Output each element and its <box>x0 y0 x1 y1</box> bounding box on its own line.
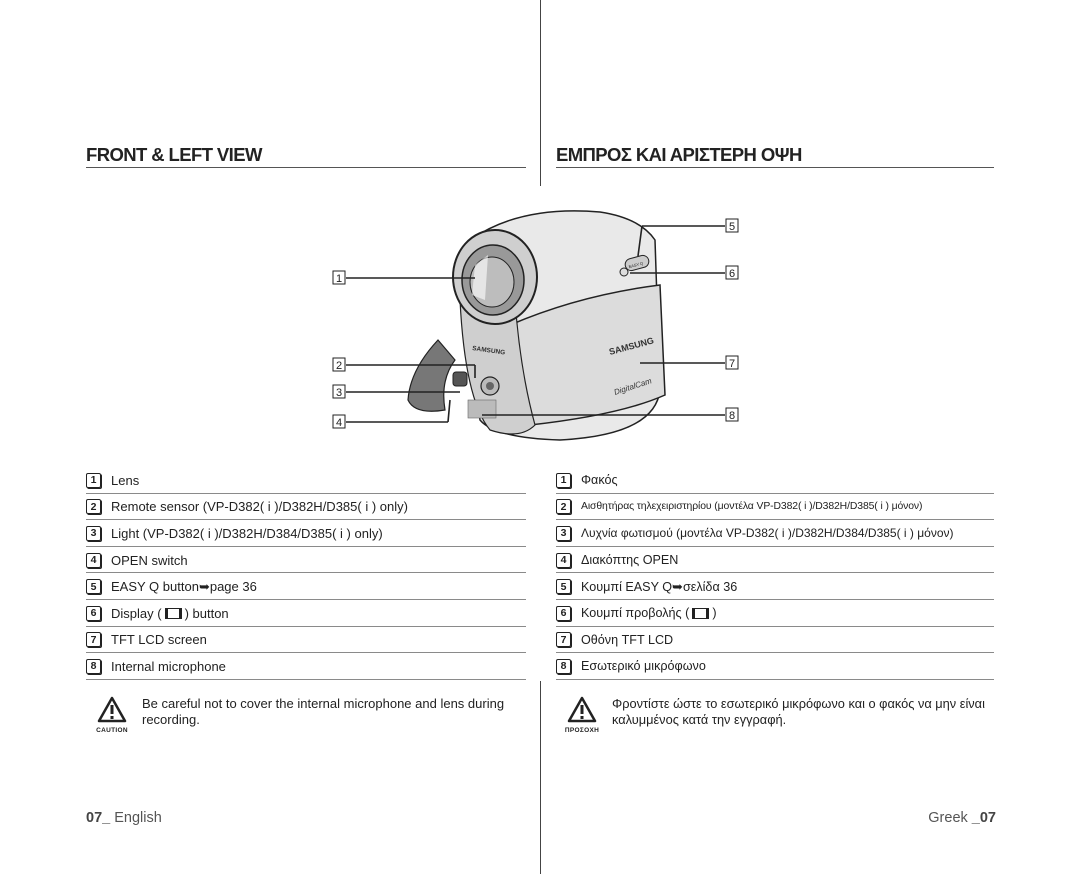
item-label: Κουμπί προβολής ( <box>581 606 690 621</box>
callout-8: 8 <box>729 410 735 422</box>
item-label: OPEN switch <box>111 552 188 568</box>
list-item: 6 Κουμπί προβολής () <box>556 601 994 627</box>
list-item: 5 Κουμπί EASY Q ➥σελίδα 36 <box>556 574 994 600</box>
list-item: 1 Lens <box>86 468 526 494</box>
item-number: 1 <box>556 472 571 488</box>
footer-english: 07_ English <box>86 810 162 826</box>
item-number: 5 <box>86 579 101 595</box>
item-label: EASY Q button <box>111 579 199 595</box>
callout-3: 3 <box>336 387 342 399</box>
item-label: Αισθητήρας τηλεχειριστηρίου (μοντέλα VP-… <box>581 501 923 513</box>
list-item: 7 Οθόνη TFT LCD <box>556 628 994 654</box>
callout-1: 1 <box>336 273 342 285</box>
list-item: 8 Internal microphone <box>86 654 526 680</box>
item-label: Λυχνία φωτισμού (μοντέλα VP-D382( i )/D3… <box>581 526 954 541</box>
item-label: Κουμπί EASY Q <box>581 579 673 594</box>
page-number: 07_ <box>86 810 111 826</box>
list-item: 4 Διακόπτης OPEN <box>556 548 994 574</box>
list-item: 7 TFT LCD screen <box>86 628 526 654</box>
item-number: 2 <box>556 499 571 515</box>
list-item: 3 Λυχνία φωτισμού (μοντέλα VP-D382( i )/D… <box>556 521 994 547</box>
parts-list-english: 1 Lens 2 Remote sensor (VP-D382( i )/D382H… <box>86 468 526 681</box>
caution-label: ΠΡΟΣΟΧΗ <box>564 727 600 734</box>
item-label: Εσωτερικό μικρόφωνο <box>581 659 706 674</box>
display-icon <box>164 607 182 619</box>
item-number: 6 <box>556 605 571 621</box>
caution-icon: ΠΡΟΣΟΧΗ <box>556 696 608 734</box>
item-number: 6 <box>86 605 101 621</box>
item-number: 7 <box>556 632 571 648</box>
list-item: 3 Light (VP-D382( i )/D382H/D384/D385( i … <box>86 521 526 547</box>
callout-7: 7 <box>729 358 735 370</box>
display-icon <box>692 607 710 619</box>
item-label: Οθόνη TFT LCD <box>581 632 674 647</box>
caution-note-english: CAUTION Be careful not to cover the inte… <box>86 696 516 734</box>
item-number: 8 <box>86 658 101 674</box>
caution-text: Φροντίστε ώστε το εσωτερικό μικρόφωνο κα… <box>612 696 985 727</box>
list-item: 1 Φακός <box>556 468 994 494</box>
item-page-ref: σελίδα 36 <box>682 579 738 594</box>
callout-5: 5 <box>729 221 735 233</box>
item-number: 8 <box>556 658 571 674</box>
item-number: 3 <box>86 525 101 541</box>
callout-6: 6 <box>729 268 735 280</box>
item-number: 1 <box>86 472 101 488</box>
item-label: Internal microphone <box>111 658 226 674</box>
item-number: 2 <box>86 499 101 515</box>
easyq-button-text: EASY Q <box>628 261 644 270</box>
item-label-suffix: ) <box>712 606 717 621</box>
heading-greek: ΕΜΠΡΟΣ ΚΑΙ ΑΡΙΣΤΕΡΗ ΟΨΗ <box>556 144 994 168</box>
caution-label: CAUTION <box>96 727 128 734</box>
caution-note-greek: ΠΡΟΣΟΧΗ Φροντίστε ώστε το εσωτερικό μικρ… <box>556 696 994 734</box>
item-label: Remote sensor (VP-D382( i )/D382H/D385( … <box>111 499 408 515</box>
callout-4: 4 <box>336 417 342 429</box>
footer-greek: Greek _07 <box>928 810 996 826</box>
item-label: TFT LCD screen <box>111 632 207 648</box>
page-ref-arrow-icon: ➥ <box>672 578 683 594</box>
footer-language: English <box>110 810 162 826</box>
camcorder-illustration: SAMSUNG SAMSUNG DigitalCam EASY Q 1 2 3 … <box>332 210 739 441</box>
item-number: 7 <box>86 632 101 648</box>
list-item: 2 Remote sensor (VP-D382( i )/D382H/D385(… <box>86 495 526 521</box>
item-number: 3 <box>556 525 571 541</box>
brand-front-text: SAMSUNG <box>472 345 506 357</box>
parts-list-greek: 1 Φακός 2 Αισθητήρας τηλεχειριστηρίου (μον… <box>556 468 994 681</box>
heading-english: FRONT & LEFT VIEW <box>86 144 526 168</box>
callout-2: 2 <box>336 360 342 372</box>
list-item: 4 OPEN switch <box>86 548 526 574</box>
item-label: Φακός <box>581 473 618 488</box>
item-number: 5 <box>556 579 571 595</box>
item-number: 4 <box>556 552 571 568</box>
caution-icon: CAUTION <box>86 696 138 734</box>
caution-text: Be careful not to cover the internal mic… <box>142 696 505 727</box>
item-label: Διακόπτης OPEN <box>581 553 679 568</box>
list-item: 5 EASY Q button ➥page 36 <box>86 574 526 600</box>
item-label: Light (VP-D382( i )/D382H/D384/D385( i )… <box>111 525 383 541</box>
list-item: 2 Αισθητήρας τηλεχειριστηρίου (μοντέλα VP… <box>556 495 994 521</box>
footer-language: Greek <box>928 810 972 826</box>
item-label: Lens <box>111 472 140 488</box>
list-item: 8 Εσωτερικό μικρόφωνο <box>556 654 994 680</box>
center-divider-bottom <box>540 681 541 874</box>
page-number: _07 <box>971 810 996 826</box>
center-divider-top <box>540 0 541 186</box>
list-item: 6 Display ( ) button <box>86 601 526 627</box>
page-ref-arrow-icon: ➥ <box>198 578 210 594</box>
item-label-suffix: ) button <box>184 605 229 621</box>
item-number: 4 <box>86 552 101 568</box>
item-page-ref: page 36 <box>209 579 257 595</box>
item-label: Display ( <box>111 605 162 621</box>
